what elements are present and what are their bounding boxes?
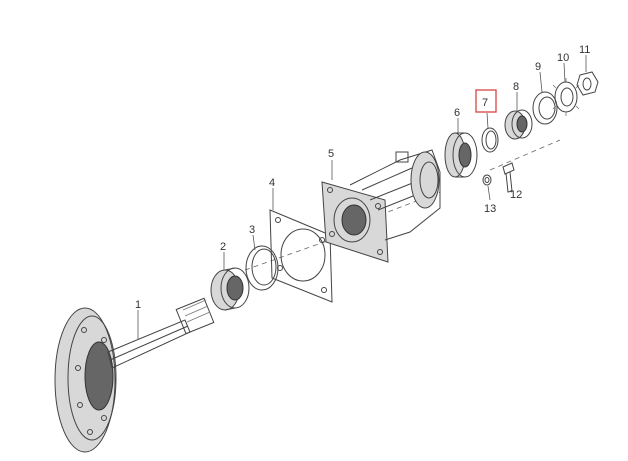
callout-10[interactable]: 10 xyxy=(557,52,569,64)
part-10-lock-washer[interactable] xyxy=(552,78,580,116)
callout-4[interactable]: 4 xyxy=(269,177,275,189)
part-11-nut[interactable] xyxy=(576,71,599,96)
leader-line-9 xyxy=(539,71,543,93)
callout-12[interactable]: 12 xyxy=(510,189,522,201)
callout-8[interactable]: 8 xyxy=(513,81,519,93)
callout-9[interactable]: 9 xyxy=(535,61,541,73)
assembly-axis-line xyxy=(244,139,561,271)
leader-line-12 xyxy=(508,189,513,193)
callout-6[interactable]: 6 xyxy=(454,107,460,119)
leader-line-13 xyxy=(487,185,491,201)
callout-7-highlight-box xyxy=(475,89,497,113)
callout-11[interactable]: 11 xyxy=(579,44,590,56)
part-13-small-nut[interactable] xyxy=(482,174,492,186)
callout-5[interactable]: 5 xyxy=(328,148,334,160)
leader-line-3 xyxy=(252,234,256,251)
part-5-housing[interactable] xyxy=(321,149,441,263)
part-8-bearing[interactable] xyxy=(504,109,533,140)
callout-13[interactable]: 13 xyxy=(484,203,496,215)
callout-1[interactable]: 1 xyxy=(135,299,141,311)
callout-2[interactable]: 2 xyxy=(220,241,226,253)
callout-7[interactable]: 7 xyxy=(482,97,488,109)
part-4-gasket[interactable] xyxy=(269,209,333,303)
part-1-drive-shaft-flange[interactable] xyxy=(54,297,215,453)
part-7-snap-ring[interactable] xyxy=(481,127,499,153)
part-2-bearing[interactable] xyxy=(210,267,250,311)
callout-3[interactable]: 3 xyxy=(249,224,255,236)
part-9-washer[interactable] xyxy=(532,91,558,125)
leader-line-10 xyxy=(563,62,566,83)
part-6-bearing[interactable] xyxy=(444,132,478,178)
part-12-bolt[interactable] xyxy=(502,162,515,193)
leader-line-7 xyxy=(486,112,489,129)
part-3-seal-ring[interactable] xyxy=(245,245,279,291)
